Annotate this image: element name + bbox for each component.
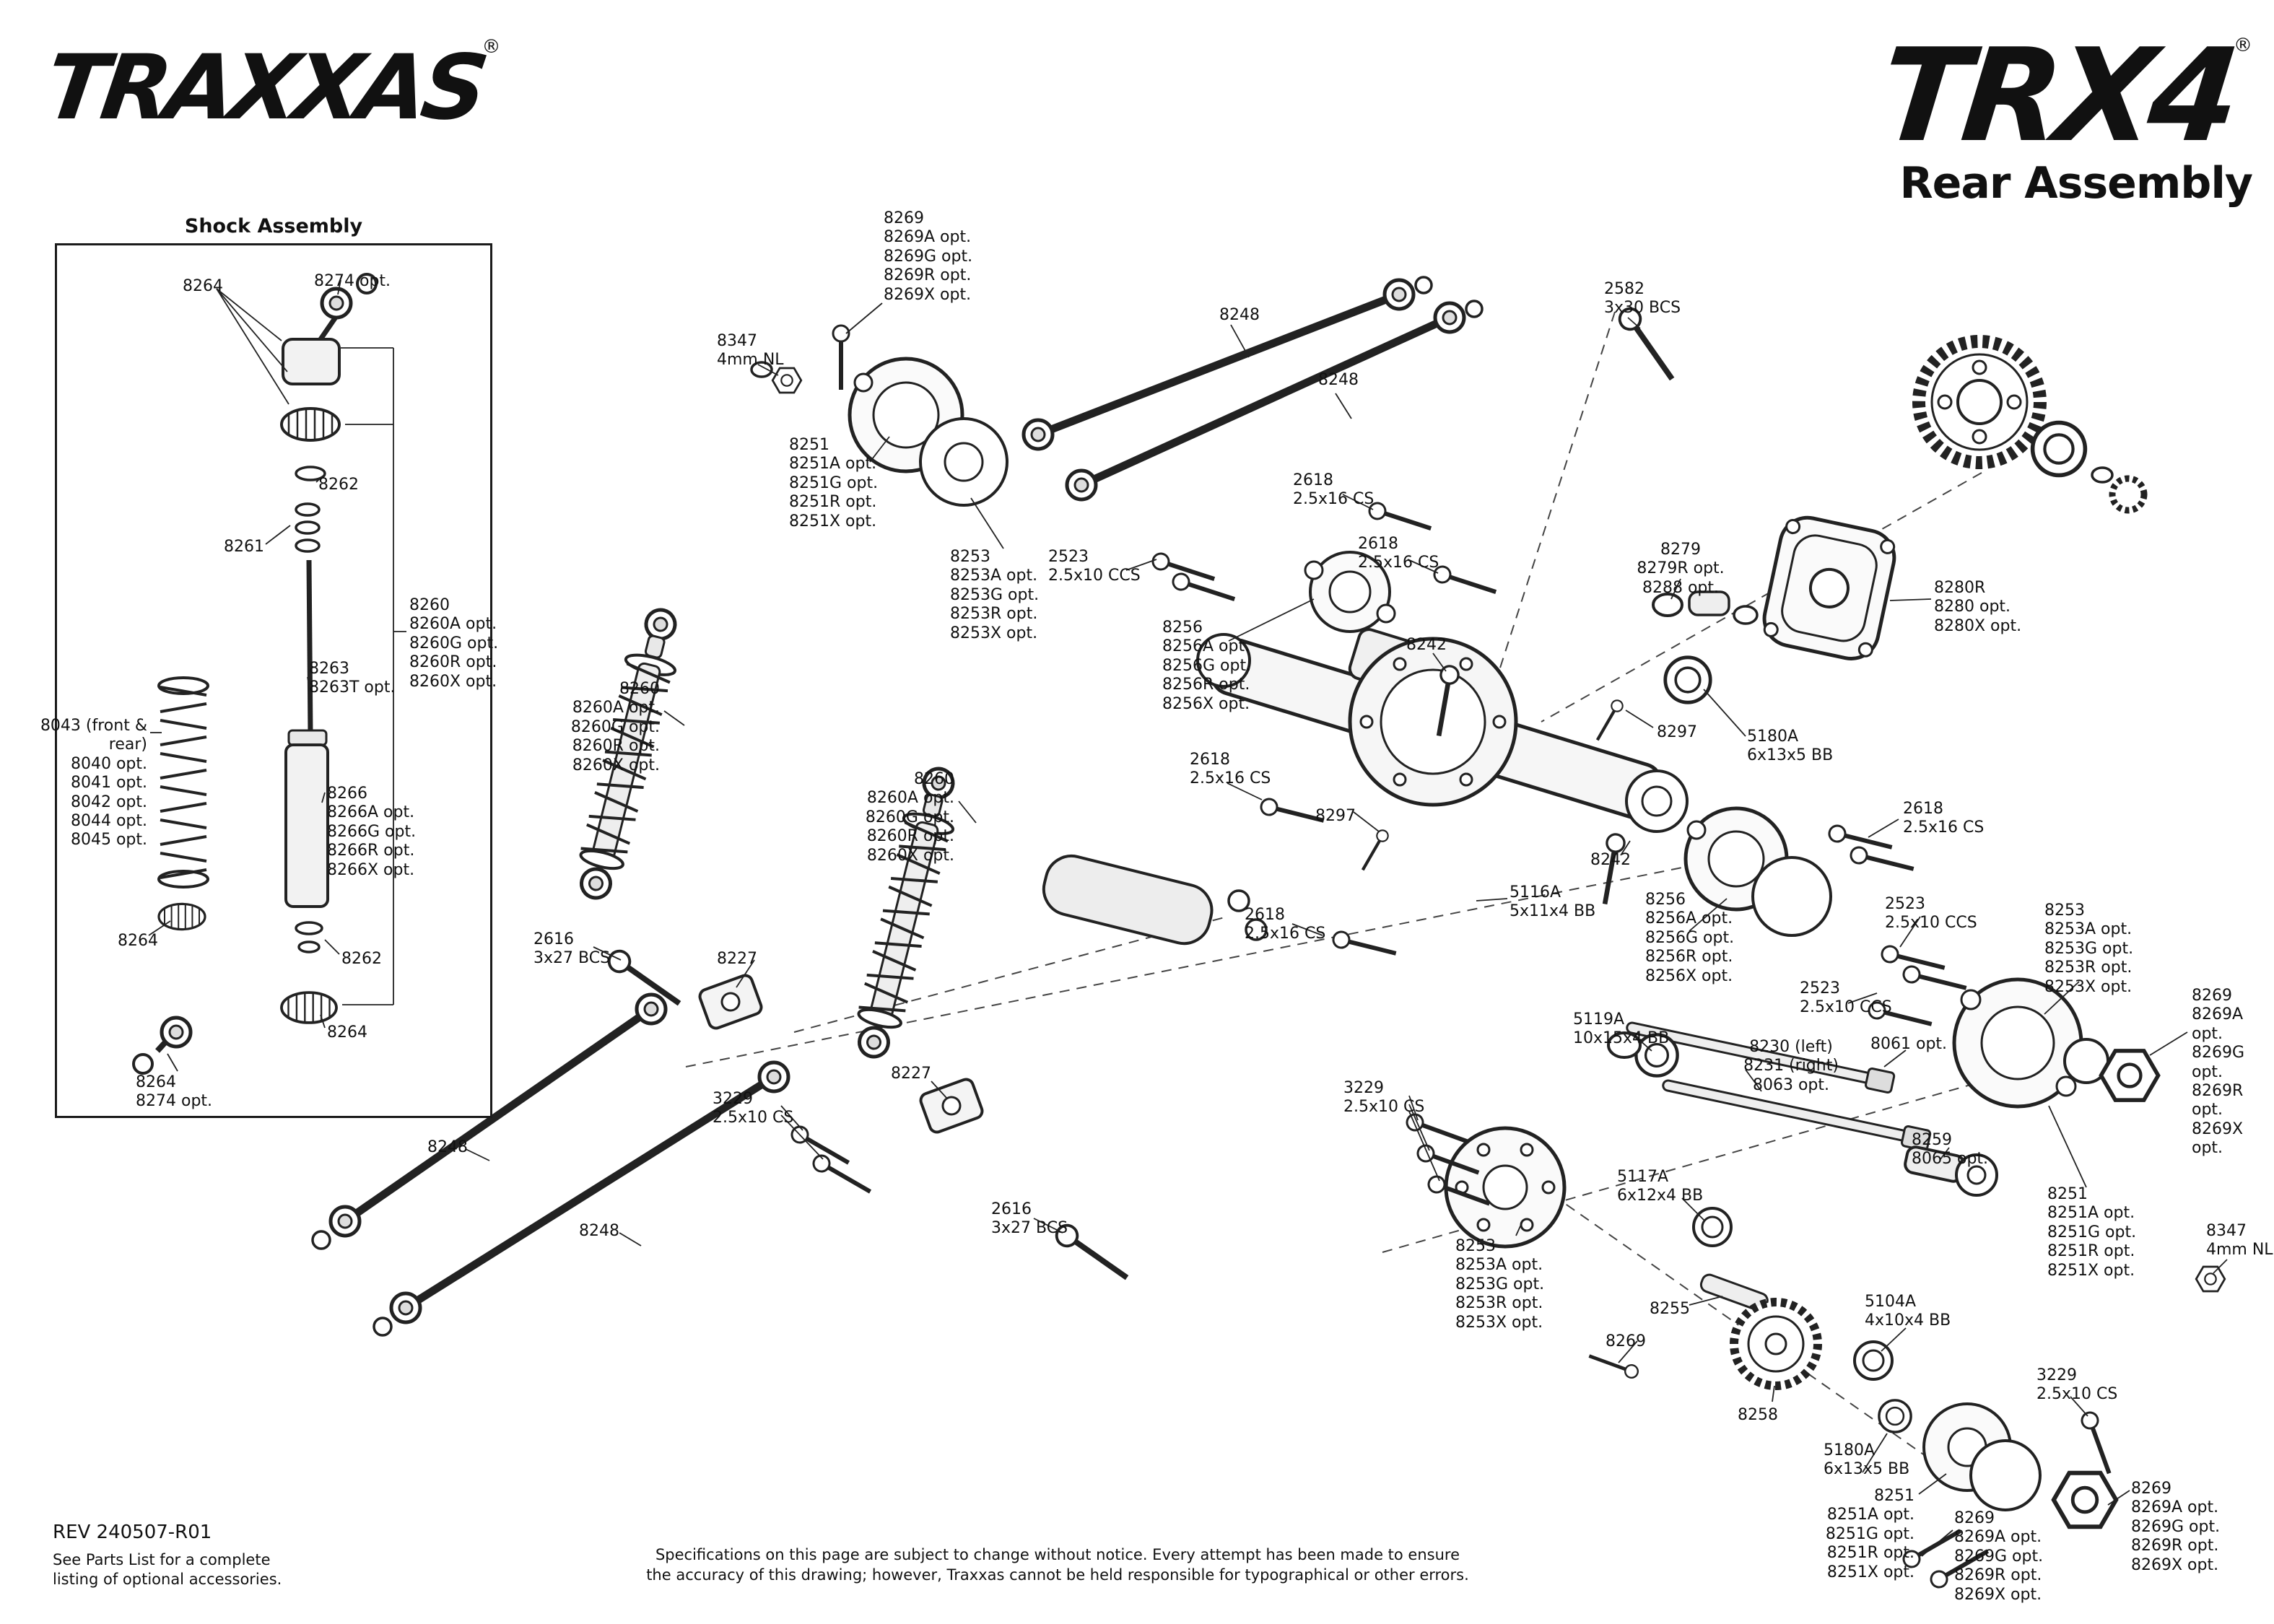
callout-8253-top: 8253 8253A opt. 8253G opt. 8253R opt. 82… <box>950 548 1040 642</box>
hardware-illustration <box>605 305 2226 1590</box>
callout-2616-upper: 2616 3x27 BCS <box>533 930 611 968</box>
callout-8347-top: 8347 4mm NL <box>717 332 784 370</box>
diff-cover-illustration <box>1762 515 1896 660</box>
callout-2523-right-lower: 2523 2.5x10 CCS <box>1800 979 1892 1017</box>
callout-2618-right: 2618 2.5x16 CS <box>1903 800 1985 837</box>
callout-2523-top: 2523 2.5x10 CCS <box>1048 548 1141 585</box>
portal-housing-illustrations <box>848 357 2158 1527</box>
callout-2582: 2582 3x30 BCS <box>1604 280 1681 318</box>
callout-8043-springs: 8043 (front & rear) 8040 opt. 8041 opt. … <box>40 717 147 850</box>
callout-8264-shock-cap: 8264 <box>183 277 223 295</box>
callout-2618-1: 2618 2.5x16 CS <box>1293 471 1375 509</box>
callout-3229-mid: 3229 2.5x10 CS <box>1343 1079 1425 1117</box>
rear-shock-left-illustration <box>568 604 689 904</box>
callout-8266-body: 8266 8266A opt. 8266G opt. 8266R opt. 82… <box>327 785 417 879</box>
trx4-wordmark: TRX4 <box>1873 21 2242 170</box>
callout-2616-lower: 2616 3x27 BCS <box>991 1200 1068 1238</box>
callout-8260-box: 8260 8260A opt. 8260G opt. 8260R opt. 82… <box>409 596 499 691</box>
callout-2523-right-upper: 2523 2.5x10 CCS <box>1885 895 1977 933</box>
leader-lines <box>148 279 2228 1557</box>
callout-8269-screw: 8269 <box>1606 1332 1646 1350</box>
callout-8297-upper: 8297 <box>1657 723 1697 741</box>
callout-8262-lower: 8262 <box>341 950 382 968</box>
registered-mark: ® <box>2234 35 2252 56</box>
callout-8256-left: 8256 8256A opt. 8256G opt. 8256R opt. 82… <box>1162 619 1252 713</box>
callout-8297-lower: 8297 <box>1315 807 1356 825</box>
ring-gear-illustration <box>1912 335 2148 514</box>
callout-5116a: 5116A 5x11x4 BB <box>1510 883 1596 921</box>
callout-8259: 8259 8065 opt. <box>1912 1131 1989 1169</box>
callout-8280r: 8280R 8280 opt. 8280X opt. <box>1934 579 2022 635</box>
callout-8061-opt: 8061 opt. <box>1870 1035 1948 1053</box>
callout-8253-right: 8253 8253A opt. 8253G opt. 8253R opt. 82… <box>2044 902 2134 996</box>
trx4-logo-block: TRX4® Rear Assembly <box>1761 21 2253 209</box>
pinion-spacer-illustration <box>1652 590 1759 702</box>
callout-8251-right: 8251 8251A opt. 8251G opt. 8251R opt. 82… <box>2047 1185 2137 1280</box>
callout-8264-spring-retainer: 8264 <box>118 932 158 950</box>
shock-assembly-title: Shock Assembly <box>184 215 363 237</box>
disclaimer-text: Specifications on this page are subject … <box>646 1546 1469 1584</box>
traxxas-wordmark: TRAXXAS <box>38 36 489 140</box>
callout-5180a-lower: 5180A 6x13x5 BB <box>1824 1441 1910 1479</box>
callout-5104a: 5104A 4x10x4 BB <box>1865 1293 1951 1330</box>
callout-8279: 8279 8279R opt. 8288 opt. <box>1637 541 1725 597</box>
rear-shock-right-illustration <box>846 763 967 1062</box>
shock-assembly-box <box>55 243 492 1118</box>
callout-8261: 8261 <box>224 538 264 556</box>
callout-2618-4: 2618 2.5x16 CS <box>1245 906 1326 943</box>
callout-8242-lower: 8242 <box>1590 851 1631 869</box>
callout-5180a-upper: 5180A 6x13x5 BB <box>1747 728 1834 765</box>
callout-8227-upper: 8227 <box>717 950 757 968</box>
shock-assembly-exploded-illustration <box>132 273 378 1075</box>
callout-2618-3: 2618 2.5x16 CS <box>1190 751 1271 788</box>
revision-number: REV 240507-R01 <box>53 1522 212 1543</box>
parts-list-note: See Parts List for a complete listing of… <box>53 1551 282 1589</box>
callout-8248-upper-2: 8248 <box>1318 371 1359 389</box>
callout-8242-upper: 8242 <box>1406 636 1447 654</box>
callout-5119a: 5119A 10x15x4 BB <box>1573 1010 1670 1048</box>
page-title: Rear Assembly <box>1899 158 2253 209</box>
callout-8260-shock-left: 8260 8260A opt. 8260G opt. 8260R opt. 82… <box>570 680 660 774</box>
callout-8253-bottom: 8253 8253A opt. 8253G opt. 8253R opt. 82… <box>1455 1237 1545 1332</box>
driveline-illustration <box>1042 855 1998 1433</box>
callout-8269-top: 8269 8269A opt. 8269G opt. 8269R opt. 82… <box>884 209 973 304</box>
callout-8269-bottom-left: 8269 8269A opt. 8269G opt. 8269R opt. 82… <box>1954 1509 2044 1604</box>
callout-8269-bottom-right: 8269 8269A opt. 8269G opt. 8269R opt. 82… <box>2131 1480 2221 1574</box>
callout-8263: 8263 8263T opt. <box>309 660 396 697</box>
callout-8251-top: 8251 8251A opt. 8251G opt. 8251R opt. 82… <box>789 436 879 531</box>
callout-8347-right: 8347 4mm NL <box>2206 1222 2273 1260</box>
callout-2618-2: 2618 2.5x16 CS <box>1358 535 1439 572</box>
callout-8251-bottom: 8251 8251A opt. 8251G opt. 8251R opt. 82… <box>1825 1487 1914 1581</box>
callout-3229-left: 3229 2.5x10 CS <box>713 1090 794 1127</box>
callout-8230-8231: 8230 (left) 8231 (right) 8063 opt. <box>1743 1038 1839 1094</box>
traxxas-logo: TRAXXAS® <box>39 36 501 140</box>
callout-3229-right: 3229 2.5x10 CS <box>2036 1366 2118 1404</box>
callout-8227-lower: 8227 <box>891 1065 931 1083</box>
callout-5117a: 5117A 6x12x4 BB <box>1617 1168 1704 1205</box>
callout-8274-opt: 8274 opt. <box>314 272 391 290</box>
suspension-links-illustration <box>311 276 1484 1337</box>
callout-8260-shock-mid: 8260 8260A opt. 8260G opt. 8260R opt. 82… <box>865 770 954 865</box>
callout-8269-right: 8269 8269A opt. 8269G opt. 8269R opt. 82… <box>2192 987 2245 1158</box>
callout-8264-8274-bottom: 8264 8274 opt. <box>136 1073 213 1111</box>
callout-8248-lower-2: 8248 <box>579 1222 619 1240</box>
callout-8248-lower-1: 8248 <box>427 1138 468 1156</box>
registered-mark: ® <box>482 36 501 58</box>
axle-housing-illustration <box>1196 551 1689 833</box>
callout-8255: 8255 <box>1650 1300 1690 1318</box>
trx4-logo: TRX4® <box>1761 21 2252 170</box>
callout-8262-upper: 8262 <box>318 476 359 494</box>
callout-8264-lower: 8264 <box>327 1023 367 1042</box>
callout-8248-upper-1: 8248 <box>1219 306 1260 324</box>
callout-8256-right: 8256 8256A opt. 8256G opt. 8256R opt. 82… <box>1645 891 1735 985</box>
callout-8258: 8258 <box>1738 1406 1778 1424</box>
